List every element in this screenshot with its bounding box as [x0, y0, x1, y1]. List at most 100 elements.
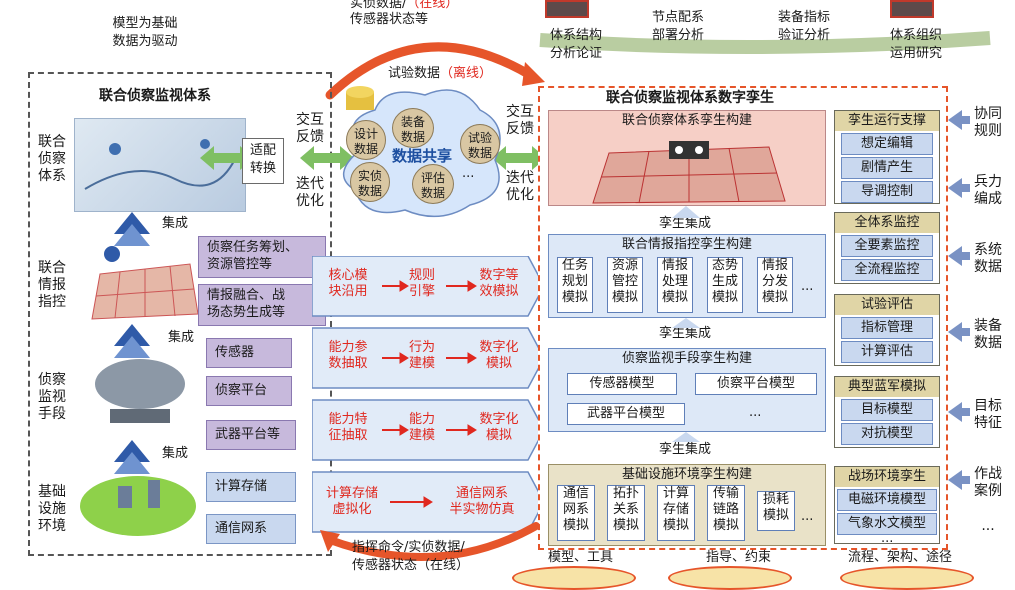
recon-twin-title: 联合侦察体系孪生构建	[621, 113, 752, 128]
twin-integrate-3: 孪生集成	[658, 442, 711, 457]
tag-coop-rules: 协同 规则	[974, 106, 1002, 139]
iteration-right: 迭代优化	[506, 170, 534, 203]
side-group-eval-title: 试验评估	[835, 295, 939, 315]
interaction-left: 交互反馈	[296, 112, 324, 145]
analysis-image-4	[890, 0, 934, 18]
tag-equip-data: 装备 数据	[974, 318, 1002, 351]
intel-box-planning: 侦察任务筹划、 资源管控等	[198, 236, 326, 278]
analysis-1-l1: 体系结构	[549, 28, 602, 43]
side-item-counter: 对抗模型	[841, 423, 933, 445]
integrate-arrow-1b	[114, 224, 150, 246]
data-share-label: 数据共享	[392, 147, 453, 165]
twin-up-arrow-2	[672, 318, 700, 328]
cloud-item-test: 试验 数据	[460, 124, 500, 164]
analysis-2-l1: 节点配系	[651, 10, 704, 25]
cloud-item-more: ...	[462, 166, 475, 181]
side-item-process-monitor: 全流程监控	[841, 259, 933, 281]
bottom-oval-1	[512, 566, 636, 590]
infra-cell-topology: 拓扑 关系 模拟	[607, 485, 645, 541]
side-item-scenario: 想定编辑	[841, 133, 933, 155]
map-row4-c: 通信网系 半实物仿真	[449, 486, 515, 517]
twin-integrate-1: 孪生集成	[658, 216, 711, 231]
map-row4-a: 计算存储 虚拟化	[325, 486, 378, 517]
intel-twin-title: 联合情报指控孪生构建	[621, 237, 752, 252]
side-group-eval: 试验评估 指标管理 计算评估	[834, 294, 940, 366]
right-panel-title: 联合侦察监视体系数字孪生	[606, 90, 774, 106]
mapping-arrows	[312, 256, 545, 533]
map-row3-b: 能力 建模	[408, 412, 435, 443]
intel-twin-panel: 联合情报指控孪生构建 任务 规划 模拟 资源 管控 模拟 情报 处理 模拟 态势…	[548, 234, 826, 318]
map-row1-b: 规则 引擎	[408, 268, 435, 299]
green-double-arrows	[200, 146, 546, 170]
infra-twin-title: 基础设施环境孪生构建	[621, 467, 752, 482]
means-box-sensor: 传感器	[206, 338, 292, 368]
analysis-2-l2: 部署分析	[651, 28, 704, 43]
side-group-support-title: 孪生运行支撑	[835, 111, 939, 131]
infra-image	[78, 466, 198, 540]
bottom-oval-3	[840, 566, 974, 590]
tag-cases: 作战 案例	[974, 466, 1002, 499]
side-group-blue-title: 典型蓝军模拟	[835, 377, 939, 397]
infra-cell-compute: 计算 存储 模拟	[657, 485, 695, 541]
twin-up-arrow-3	[672, 432, 700, 442]
integrate-arrow-3b	[114, 452, 150, 474]
map-row1-c: 数字等 效模拟	[479, 268, 519, 299]
interaction-right: 交互反馈	[506, 104, 534, 137]
infra-cell-loss: 损耗 模拟	[757, 491, 795, 531]
infra-cell-more: ...	[801, 509, 814, 524]
intel-cell-resource: 资源 管控 模拟	[607, 257, 643, 313]
side-group-support: 孪生运行支撑 想定编辑 剧情产生 导调控制	[834, 110, 940, 204]
intel-cell-task: 任务 规划 模拟	[557, 257, 593, 313]
twin-grid-image	[592, 141, 786, 204]
means-twin-panel: 侦察监视手段孪生构建 传感器模型 侦察平台模型 武器平台模型 ...	[548, 348, 826, 432]
layer-label-intel: 联合 情报 指控	[38, 260, 66, 310]
bottom-command-l1: 指挥命令/实侦数据/	[352, 540, 465, 555]
map-row2-c: 数字化 模拟	[479, 340, 519, 371]
infra-cell-link: 传输 链路 模拟	[707, 485, 745, 541]
bottom-label-model-tool: 模型、工具	[548, 550, 614, 565]
analysis-1-l2: 分析论证	[549, 46, 602, 61]
side-group-monitor-title: 全体系监控	[835, 213, 939, 233]
side-item-target: 目标模型	[841, 399, 933, 421]
intel-cell-distribute: 情报 分发 模拟	[757, 257, 793, 313]
map-row2-a: 能力参 数抽取	[328, 340, 368, 371]
side-item-index: 指标管理	[841, 317, 933, 339]
integrate-label-2: 集成	[168, 330, 195, 345]
analysis-3-l2: 验证分析	[777, 28, 830, 43]
side-item-plot: 剧情产生	[841, 157, 933, 179]
analysis-3-l1: 装备指标	[777, 10, 830, 25]
infra-box-compute: 计算存储	[206, 472, 296, 502]
analysis-image-1	[545, 0, 589, 18]
layer-label-infra: 基础 设施 环境	[38, 484, 66, 534]
integrate-label-3: 集成	[162, 446, 189, 461]
map-row3-c: 数字化 模拟	[479, 412, 519, 443]
side-group-monitor: 全体系监控 全要素监控 全流程监控	[834, 212, 940, 284]
digital-twin-panel: 联合侦察监视体系数字孪生 联合侦察体系孪生构建 孪生集成 联合情报指控孪生构建 …	[538, 86, 948, 550]
side-group-blue: 典型蓝军模拟 目标模型 对抗模型	[834, 376, 940, 448]
data-driven-label: 数据为驱动	[112, 34, 178, 49]
side-item-calc: 计算评估	[841, 341, 933, 363]
side-group-env-title: 战场环境孪生	[835, 467, 939, 487]
recon-system-image	[74, 118, 246, 212]
analysis-4-l2: 运用研究	[889, 46, 942, 61]
means-cell-weapon: 武器平台模型	[567, 403, 685, 425]
tag-more: ...	[981, 518, 995, 534]
means-image	[90, 354, 190, 434]
map-row2-b: 行为 建模	[408, 340, 435, 371]
means-cell-platform: 侦察平台模型	[695, 373, 817, 395]
map-row1-a: 核心模 块沿用	[328, 268, 368, 299]
side-item-weather: 气象水文模型	[837, 513, 937, 535]
cloud-item-equipment: 装备 数据	[392, 108, 434, 148]
tag-system-data: 系统 数据	[974, 242, 1002, 275]
experiment-title: 试验数据（离线）	[388, 66, 493, 81]
intel-box-fusion: 情报融合、战 场态势生成等	[198, 284, 326, 326]
top-feedback-arc	[325, 42, 545, 100]
adapt-convert-box: 适配 转换	[242, 138, 284, 184]
infra-box-network: 通信网系	[206, 514, 296, 544]
top-online-line1: 实侦数据/（在线）	[350, 0, 459, 11]
tag-target-feature: 目标 特征	[974, 398, 1002, 431]
left-panel-title: 联合侦察监视体系	[99, 88, 211, 104]
intel-cell-situation: 态势 生成 模拟	[707, 257, 743, 313]
infra-twin-panel: 基础设施环境孪生构建 通信 网系 模拟 拓扑 关系 模拟 计算 存储 模拟 传输…	[548, 464, 826, 546]
means-cell-more: ...	[749, 405, 762, 420]
